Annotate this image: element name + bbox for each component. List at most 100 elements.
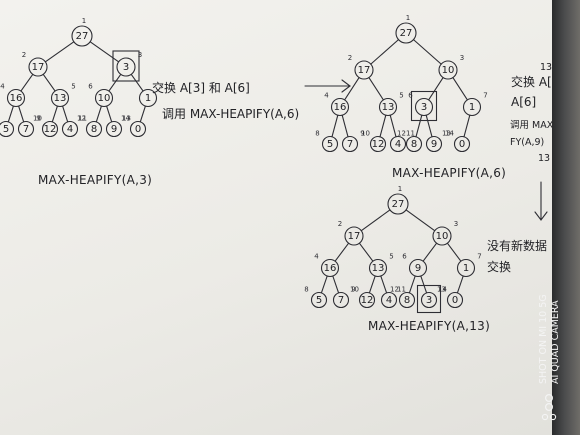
node-circle [17, 120, 35, 138]
node-index: 7 [159, 83, 163, 91]
heap-tree-max-heapify-a-3: 271172331641351061758791210411812913014 [0, 17, 164, 138]
node-index: 3 [454, 220, 458, 228]
tree-edge [405, 209, 436, 232]
node-circle [425, 135, 443, 153]
node-value: 27 [76, 31, 89, 42]
node-value: 16 [10, 93, 23, 104]
node-circle [330, 97, 350, 117]
node-index: 5 [389, 253, 393, 261]
camera-watermark: SHOT ON MI 10 5G AI QUAD CAMERA [538, 294, 562, 384]
node-value: 8 [411, 139, 417, 150]
node-circle [41, 120, 59, 138]
node-circle [129, 120, 147, 138]
tree-edge [379, 114, 387, 138]
tree-edge [428, 77, 444, 101]
tree-edge [334, 242, 350, 262]
node-index: 6 [402, 253, 407, 261]
heap-node-12: 812 [390, 286, 416, 309]
node-value: 7 [338, 295, 344, 306]
node-index: 11 [406, 130, 415, 138]
node-value: 4 [386, 295, 392, 306]
tree-edge [463, 114, 471, 138]
node-circle [354, 60, 374, 80]
note-step2-swap: 交换 A[9]和 [511, 74, 552, 89]
node-value: 9 [415, 263, 421, 274]
heap-node-5: 135 [50, 83, 76, 108]
node-index: 14 [438, 286, 447, 294]
heap-node-3: 33 [112, 50, 142, 82]
node-circle [453, 135, 471, 153]
node-circle [380, 291, 398, 309]
node-index: 14 [121, 115, 130, 123]
node-index: 3 [460, 54, 464, 62]
node-index: 1 [406, 14, 410, 22]
tree-edge [106, 105, 113, 123]
heap-node-7: 17 [462, 92, 488, 117]
node-circle [310, 291, 328, 309]
node-circle [105, 120, 123, 138]
node-circle [344, 226, 364, 246]
heap-node-9: 79 [17, 115, 41, 138]
node-value: 16 [334, 102, 347, 113]
tree-edge [452, 77, 468, 101]
node-value: 0 [135, 124, 141, 135]
node-circle [378, 97, 398, 117]
heap-node-5: 135 [378, 92, 404, 117]
note-step2-call-args: FY(A,9) [510, 137, 544, 148]
node-index: 9 [360, 130, 364, 138]
node-circle [387, 193, 409, 215]
tree-edge [420, 275, 428, 294]
node-circle [71, 25, 93, 47]
tree-edge [18, 105, 25, 123]
node-index: 14 [445, 130, 454, 138]
notebook-page [0, 0, 552, 435]
heap-node-7: 17 [456, 253, 482, 278]
node-value: 0 [452, 295, 458, 306]
caption-tree-2: MAX-HEAPIFY(A,6) [392, 166, 506, 180]
caption-tree-1: MAX-HEAPIFY(A,3) [38, 173, 152, 187]
node-circle [446, 291, 464, 309]
heap-node-8: 58 [304, 286, 328, 309]
heap-node-14: 0 14 [121, 115, 147, 138]
node-circle [332, 291, 350, 309]
node-circle [341, 135, 359, 153]
node-circle [405, 135, 423, 153]
tree-edge [368, 275, 376, 294]
caption-tree-3: MAX-HEAPIFY(A,13) [368, 319, 490, 333]
tree-edge [89, 41, 120, 63]
heap-node-9: 79 [332, 286, 356, 309]
tree-edge [344, 77, 360, 101]
heap-node-1: 271 [387, 185, 409, 215]
node-index: 1 [82, 17, 86, 25]
node-index: 12 [397, 130, 406, 138]
node-value: 0 [459, 139, 465, 150]
node-index: 13 [122, 115, 131, 123]
tree-edge [358, 242, 374, 262]
node-circle [395, 22, 417, 44]
node-index: 12 [77, 115, 86, 123]
notebook-edge [552, 0, 580, 435]
node-value: 8 [91, 124, 97, 135]
node-index: 6 [88, 83, 93, 91]
heap-node-13: 313 [416, 284, 446, 314]
node-index: 4 [314, 253, 319, 261]
heap-node-6: 96 [402, 253, 428, 278]
heap-node-4: 16 4 [324, 92, 350, 117]
heap-node-6: 36 [408, 90, 438, 122]
node-index: 8 [304, 286, 308, 294]
node-index: 3 [138, 51, 142, 59]
watermark-line-2: AI QUAD CAMERA [550, 300, 561, 384]
heap-node-6: 106 [88, 83, 114, 108]
heap-node-12: 8 12 [77, 115, 103, 138]
highlight-box [416, 284, 442, 314]
node-index: 4 [324, 92, 329, 100]
heap-drawing: 271172331641351061758791210411812913014 … [0, 14, 552, 333]
note-step3-line2: 交换 [487, 259, 511, 274]
node-circle [321, 135, 339, 153]
tree-edge [320, 275, 328, 294]
tree-edge [62, 105, 69, 123]
note-step2-call: 调用 MAX-HEAPI [510, 120, 552, 131]
node-value: 7 [23, 124, 29, 135]
